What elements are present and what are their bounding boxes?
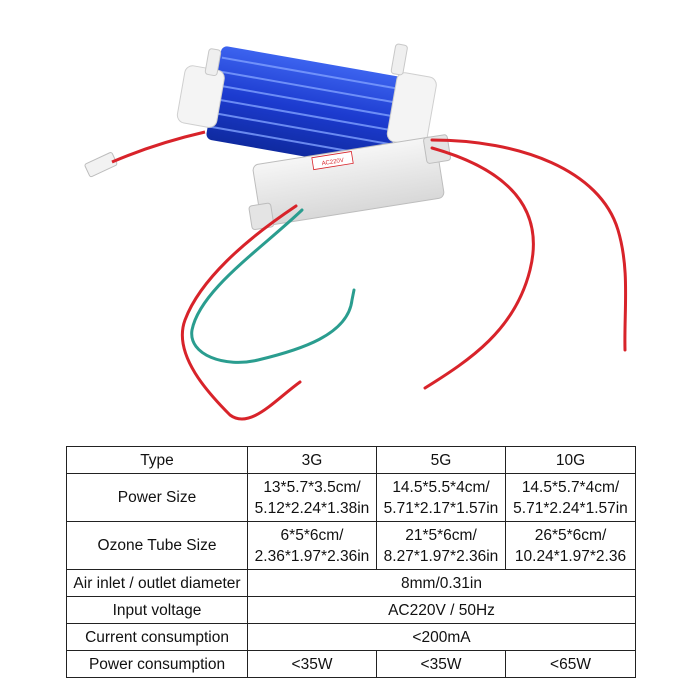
table-cell: 10G xyxy=(505,446,636,474)
cell-line: 5G xyxy=(430,451,452,469)
table-cell: 14.5*5.7*4cm/ 5.71*2.24*1.57in xyxy=(505,473,636,522)
cell-line: <35W xyxy=(420,655,462,673)
driver-label: AC220V xyxy=(321,158,344,167)
table-row: Current consumption <200mA xyxy=(66,623,636,651)
row-label: Power Size xyxy=(66,473,248,522)
row-label: Current consumption xyxy=(66,623,248,651)
table-row: Input voltage AC220V / 50Hz xyxy=(66,596,636,624)
cell-line: <65W xyxy=(550,655,591,673)
cell-line: 14.5*5.7*4cm/ xyxy=(521,478,620,496)
cell-line: 21*5*6cm/ xyxy=(405,526,477,544)
table-cell: 13*5.7*3.5cm/ 5.12*2.24*1.38in xyxy=(247,473,377,522)
table-cell: 14.5*5.5*4cm/ 5.71*2.17*1.57in xyxy=(376,473,506,522)
cell-line: 13*5.7*3.5cm/ xyxy=(263,478,361,496)
row-label: Ozone Tube Size xyxy=(66,521,248,570)
cell-line: 6*5*6cm/ xyxy=(280,526,344,544)
table-row: Ozone Tube Size 6*5*6cm/ 2.36*1.97*2.36i… xyxy=(66,521,636,570)
table-cell-merged: 8mm/0.31in xyxy=(247,569,636,597)
driver-box: AC220V xyxy=(248,134,451,231)
ozone-generator-photo: AC220V xyxy=(84,43,628,421)
row-label: Type xyxy=(66,446,248,474)
table-row: Type 3G 5G 10G xyxy=(66,446,636,474)
table-row: Power consumption <35W <35W <65W xyxy=(66,650,636,678)
cell-line: 10.24*1.97*2.36 xyxy=(514,547,627,565)
row-label: Input voltage xyxy=(66,596,248,624)
table-cell: <35W xyxy=(376,650,506,678)
table-cell: <65W xyxy=(505,650,636,678)
tube-connector xyxy=(84,152,118,178)
table-cell: 3G xyxy=(247,446,377,474)
ozone-tube xyxy=(176,43,437,171)
cell-line: 8.27*1.97*2.36in xyxy=(383,547,499,565)
table-cell-merged: <200mA xyxy=(247,623,636,651)
table-cell: <35W xyxy=(247,650,377,678)
cell-line: 5.71*2.24*1.57in xyxy=(513,499,628,517)
table-cell: 5G xyxy=(376,446,506,474)
table-cell-merged: AC220V / 50Hz xyxy=(247,596,636,624)
wires xyxy=(181,138,628,421)
cell-line: 14.5*5.5*4cm/ xyxy=(392,478,490,496)
cell-line: 26*5*6cm/ xyxy=(534,526,607,544)
row-label: Power consumption xyxy=(66,650,248,678)
table-cell: 26*5*6cm/ 10.24*1.97*2.36 xyxy=(505,521,636,570)
table-cell: 21*5*6cm/ 8.27*1.97*2.36in xyxy=(376,521,506,570)
cell-line: 2.36*1.97*2.36in xyxy=(254,547,370,565)
spec-table: Type 3G 5G 10G Power Size 13*5.7*3.5cm/ … xyxy=(66,446,636,678)
table-row: Air inlet / outlet diameter 8mm/0.31in xyxy=(66,569,636,597)
cell-line: 3G xyxy=(301,451,323,469)
table-cell: 6*5*6cm/ 2.36*1.97*2.36in xyxy=(247,521,377,570)
cell-line: 5.71*2.17*1.57in xyxy=(383,499,499,517)
table-row: Power Size 13*5.7*3.5cm/ 5.12*2.24*1.38i… xyxy=(66,473,636,522)
row-label: Air inlet / outlet diameter xyxy=(66,569,248,597)
cell-line: 10G xyxy=(555,451,586,469)
cell-line: <35W xyxy=(291,655,333,673)
cell-line: 5.12*2.24*1.38in xyxy=(254,499,370,517)
